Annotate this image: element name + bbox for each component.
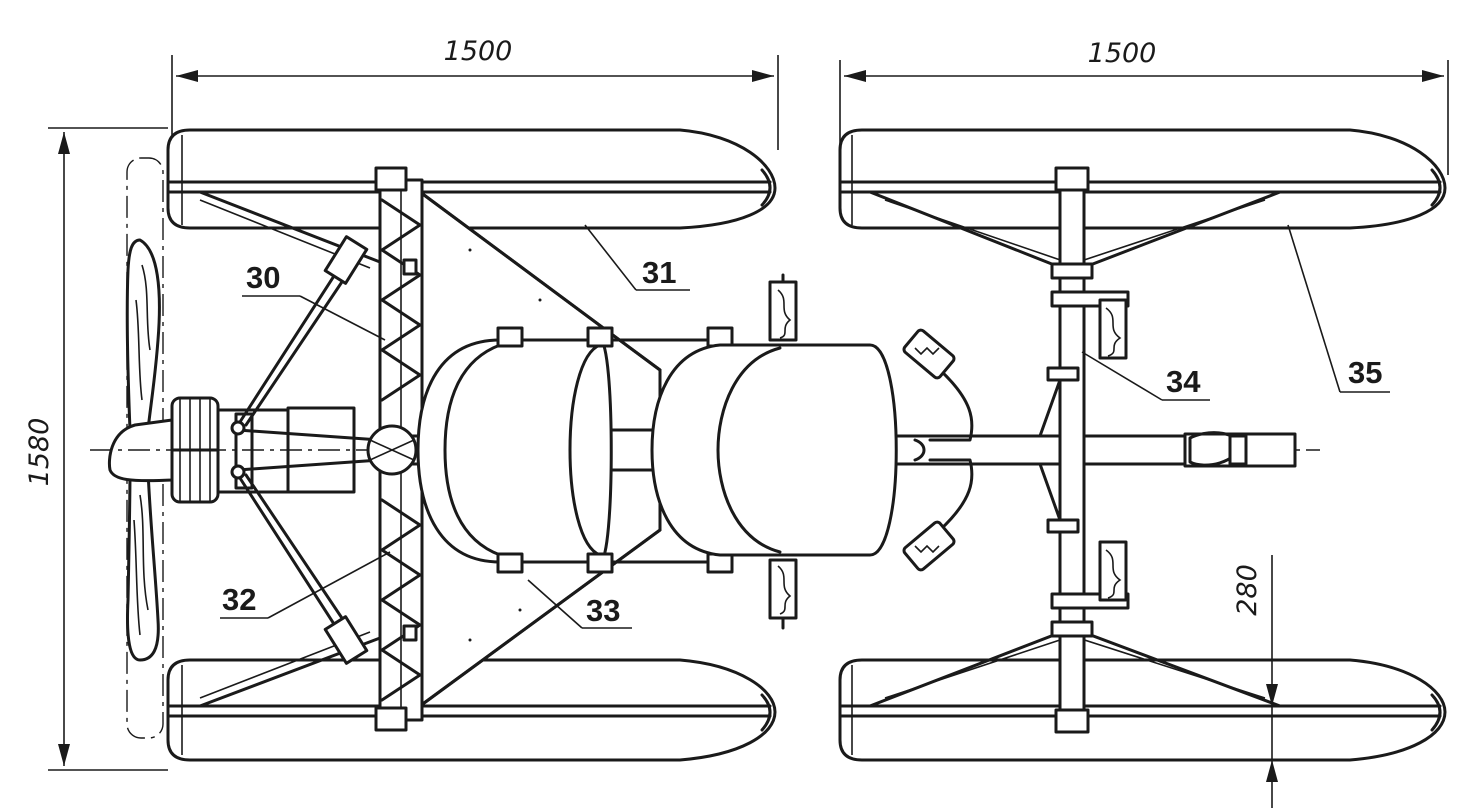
rear-pedals	[768, 273, 798, 630]
callout-32: 32	[220, 551, 391, 619]
front-float-bottom	[838, 658, 1447, 762]
front-pedals	[1098, 298, 1128, 602]
callout-33: 33	[527, 579, 632, 629]
dim-front-length-text: 1500	[1088, 38, 1157, 69]
front-axle	[1038, 166, 1130, 734]
callout-31: 31	[584, 224, 690, 291]
dim-float-offset-text: 280	[1232, 564, 1263, 616]
front-seat	[650, 343, 898, 557]
callout-31-label: 31	[642, 255, 676, 290]
callout-34-label: 34	[1166, 364, 1201, 399]
engine-mount-struts	[230, 235, 382, 665]
handlebar	[902, 328, 974, 572]
callout-34: 34	[1081, 351, 1210, 401]
callout-33-label: 33	[586, 593, 620, 628]
callout-32-label: 32	[222, 582, 256, 617]
callout-30-label: 30	[246, 260, 280, 295]
callout-35: 35	[1287, 224, 1390, 393]
hub-joint	[366, 424, 418, 476]
callout-30: 30	[242, 260, 386, 341]
dim-rear-length-text: 1500	[444, 36, 513, 67]
front-float-top	[838, 128, 1447, 230]
dim-overall-width-text: 1580	[24, 418, 55, 487]
rear-float-top	[166, 128, 777, 230]
callout-35-label: 35	[1348, 355, 1382, 390]
dimension-float-offset: 280	[1232, 555, 1278, 808]
rear-seat	[416, 326, 734, 574]
rear-float-bottom	[166, 658, 777, 762]
dimension-front-length: 1500	[839, 38, 1449, 175]
dimension-rear-length: 1500	[171, 36, 779, 150]
dimension-overall-width: 1580	[24, 127, 168, 771]
